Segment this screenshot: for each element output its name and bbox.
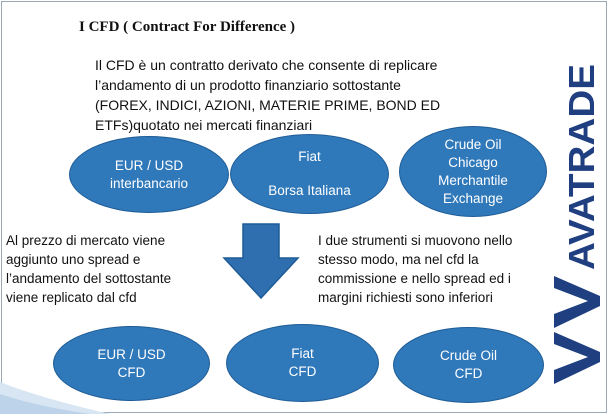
slide-title: I CFD ( Contract For Difference ) bbox=[79, 19, 296, 35]
note-line: I due strumenti si muovono nello bbox=[318, 233, 513, 248]
brand-logo-text: AVATRADE bbox=[561, 64, 602, 270]
ellipse-label: Crude Oil bbox=[444, 136, 502, 152]
ellipse-label: CFD bbox=[288, 364, 317, 379]
note-line: viene replicato dal cfd bbox=[6, 290, 137, 305]
ellipse-eurusd-cfd: EUR / USD CFD bbox=[53, 326, 210, 401]
ellipse-eurusd-interbank: EUR / USD interbancario bbox=[69, 136, 229, 213]
ellipse-fiat-borsa: Fiat Borsa Italiana bbox=[230, 134, 389, 214]
ellipse-label: CFD bbox=[117, 364, 146, 380]
left-note: Al prezzo di mercato viene aggiunto uno … bbox=[6, 231, 196, 307]
ellipse-label: Fiat bbox=[291, 346, 314, 361]
intro-text: Il CFD è un contratto derivato che conse… bbox=[95, 55, 475, 135]
note-line: l’andamento del sottostante bbox=[6, 271, 172, 286]
intro-line: Il CFD è un contratto derivato che conse… bbox=[95, 57, 438, 73]
note-line: Al prezzo di mercato viene bbox=[6, 233, 166, 248]
ellipse-fiat-cfd: Fiat CFD bbox=[226, 324, 379, 402]
right-note: I due strumenti si muovono nello stesso … bbox=[318, 231, 548, 307]
down-arrow-icon bbox=[222, 223, 300, 300]
note-line: stesso modo, ma nel cfd la bbox=[318, 252, 479, 267]
ellipse-label: Fiat bbox=[298, 149, 321, 164]
intro-line: ETFs)quotato nei mercati finanziari bbox=[95, 117, 313, 133]
intro-line: l’andamento di un prodotto finanziario s… bbox=[95, 77, 401, 93]
avatrade-logo: AVATRADE bbox=[554, 64, 602, 384]
corner-decoration bbox=[0, 382, 110, 414]
ellipse-crude-oil-chicago: Crude Oil Chicago Merchantile Exchange bbox=[399, 126, 547, 217]
ellipse-label: Crude Oil bbox=[439, 348, 498, 363]
ellipse-label: Borsa Italiana bbox=[268, 183, 351, 198]
ellipse-label: Merchantile bbox=[438, 172, 508, 188]
ellipse-label: Exchange bbox=[442, 190, 504, 206]
note-line: aggiunto uno spread e bbox=[6, 252, 141, 267]
note-line: margini richiesti sono inferiori bbox=[318, 290, 493, 305]
ellipse-crude-oil-cfd: Crude Oil CFD bbox=[393, 327, 544, 403]
ellipse-label: Chicago bbox=[448, 154, 498, 170]
ellipse-label: interbancario bbox=[109, 175, 189, 191]
ellipse-label: CFD bbox=[454, 366, 483, 381]
note-line: commissione e nello spread ed i bbox=[318, 271, 511, 286]
ellipse-label: EUR / USD bbox=[97, 346, 166, 362]
ellipse-label: EUR / USD bbox=[114, 157, 184, 173]
ava-mark-icon bbox=[554, 276, 600, 384]
intro-line: (FOREX, INDICI, AZIONI, MATERIE PRIME, B… bbox=[95, 97, 441, 113]
